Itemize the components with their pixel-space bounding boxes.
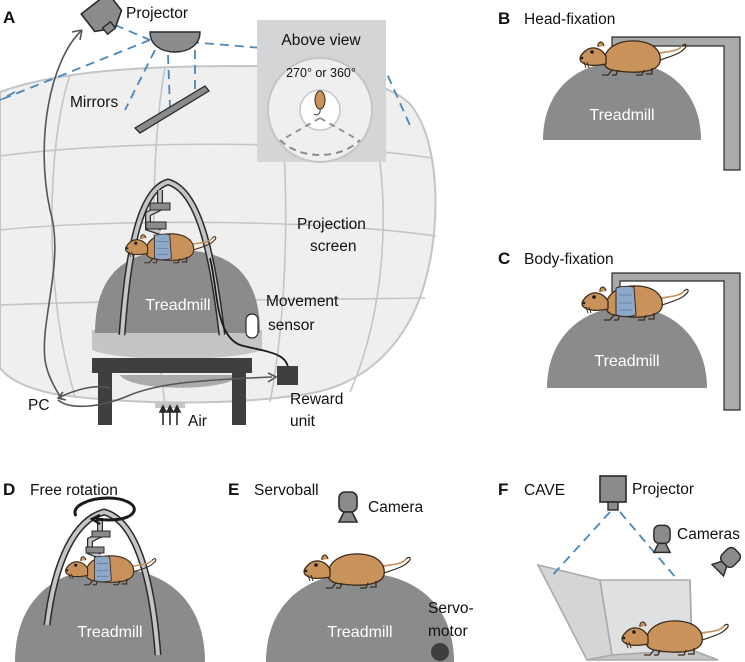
reward-unit-label-1: Reward	[290, 391, 343, 408]
projector-label-a: Projector	[126, 5, 188, 22]
table	[92, 358, 252, 425]
pc-label: PC	[28, 397, 50, 414]
projection-screen-label-1: Projection	[297, 216, 366, 233]
panel-a: Projector Mirrors Above view 270° or 360…	[0, 0, 437, 430]
panel-b-title: Head-fixation	[524, 11, 615, 28]
rotation-arrow	[73, 496, 136, 526]
projection-beams	[0, 24, 413, 131]
air-jets	[155, 403, 185, 425]
above-view-title: Above view	[281, 32, 361, 49]
panel-c: C Body-fixation Treadmill	[498, 249, 741, 411]
mirrors-label: Mirrors	[70, 94, 118, 111]
treadmill-e	[266, 573, 454, 662]
servo-motor-icon	[431, 643, 449, 661]
servo-label-2: motor	[428, 623, 468, 640]
panel-letter-f: F	[498, 480, 508, 499]
panel-d: D Free rotation Treadmill	[3, 480, 205, 662]
dome-mirror	[149, 31, 201, 53]
treadmill-b	[543, 62, 701, 140]
cameras-label: Cameras	[677, 526, 740, 543]
treadmill-label-d: Treadmill	[77, 624, 142, 641]
panel-c-title: Body-fixation	[524, 251, 614, 268]
projector-a	[80, 0, 123, 36]
camera-icon	[338, 491, 358, 523]
treadmill-base	[92, 330, 262, 388]
panel-f: F CAVE Projector Cameras	[498, 475, 744, 661]
movement-sensor-label-1: Movement	[266, 293, 339, 310]
panel-letter-e: E	[228, 480, 239, 499]
above-view-inset: Above view 270° or 360°	[257, 20, 386, 163]
treadmill-label-e: Treadmill	[327, 624, 392, 641]
air-label: Air	[188, 413, 207, 430]
camera-icon-f1	[653, 524, 671, 554]
movement-sensor	[209, 257, 289, 373]
projector-cable	[43, 29, 83, 401]
servo-label-1: Servo-	[428, 600, 474, 617]
treadmill-c	[547, 307, 707, 388]
reward-unit-label-2: unit	[290, 413, 316, 430]
treadmill-label-a: Treadmill	[145, 297, 210, 314]
panel-e: E Servoball Camera Treadmill Servo- moto…	[228, 480, 474, 662]
movement-sensor-label-2: sensor	[268, 317, 315, 334]
treadmill-label-c: Treadmill	[594, 353, 659, 370]
gerbil-arch-d	[43, 508, 162, 656]
projector-label-f: Projector	[632, 481, 694, 498]
projector-f	[599, 475, 627, 511]
pc-cables	[56, 372, 278, 408]
panel-letter-a: A	[3, 8, 15, 27]
panel-b: B Head-fixation Treadmill	[498, 9, 741, 171]
camera-icon-f2	[711, 544, 744, 577]
panel-f-title: CAVE	[524, 482, 565, 499]
above-view-angle: 270° or 360°	[286, 66, 356, 80]
projection-screen-label-2: screen	[310, 238, 357, 255]
panel-letter-d: D	[3, 480, 15, 499]
flat-mirror	[133, 85, 210, 134]
reward-unit-box	[277, 366, 298, 385]
camera-label: Camera	[368, 499, 424, 516]
panel-letter-c: C	[498, 249, 510, 268]
panel-letter-b: B	[498, 9, 510, 28]
panel-e-title: Servoball	[254, 482, 319, 499]
panel-d-title: Free rotation	[30, 482, 118, 499]
treadmill-label-b: Treadmill	[589, 107, 654, 124]
